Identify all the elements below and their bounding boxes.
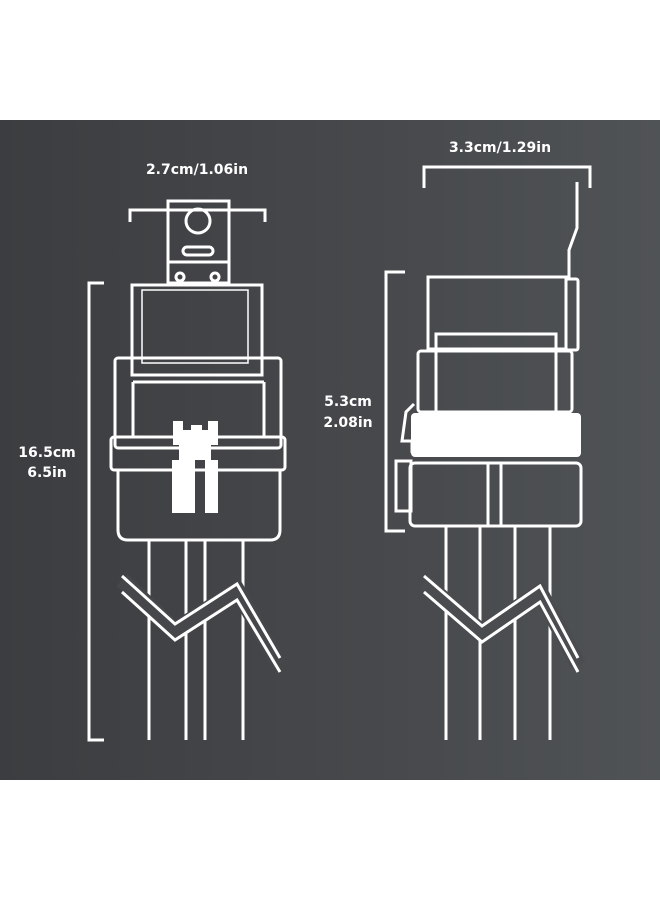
front-height-cm-label: 16.5cm (18, 445, 75, 461)
front-height-in-label: 6.5in (27, 465, 67, 481)
side-height-cm-label: 5.3cm (324, 394, 372, 410)
relay-side-view (394, 182, 586, 740)
side-width-label: 3.3cm/1.29in (449, 140, 551, 156)
side-wires (444, 526, 552, 740)
front-wires (147, 540, 245, 740)
side-height-in-label: 2.08in (323, 415, 372, 431)
relay-front-view (109, 199, 287, 740)
front-height-dimension: 16.5cm 6.5in (18, 281, 104, 742)
side-width-dimension: 3.3cm/1.29in (422, 140, 592, 188)
side-height-dimension: 5.3cm 2.08in (323, 270, 405, 533)
front-width-dimension: 2.7cm/1.06in (128, 162, 267, 222)
front-width-label: 2.7cm/1.06in (146, 162, 248, 178)
